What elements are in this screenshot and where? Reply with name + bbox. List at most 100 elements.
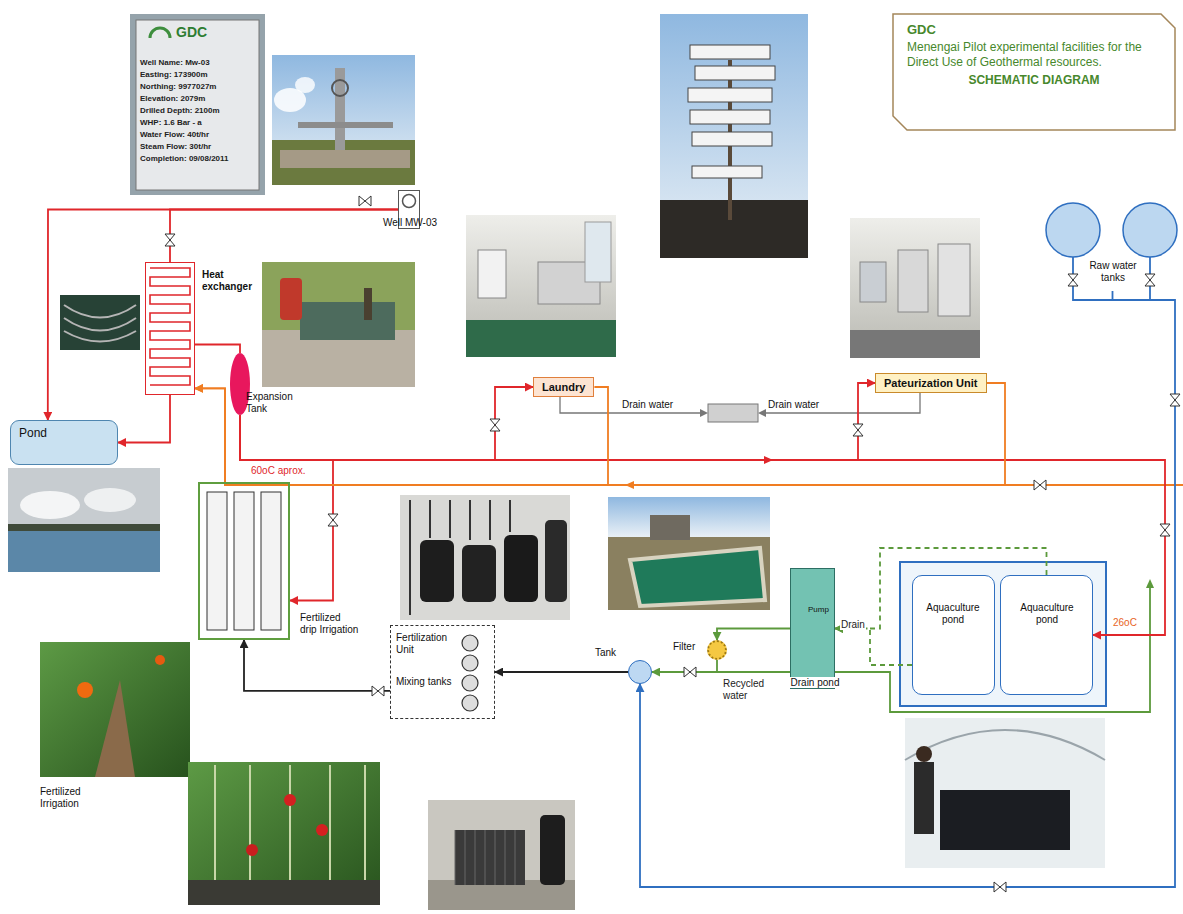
well-sign-photo [130, 14, 265, 195]
laundry-photo [478, 250, 506, 298]
aquaculture-pond: Aquaculture pond [1000, 575, 1093, 695]
pool-photo [608, 537, 770, 610]
cage-photo [455, 830, 525, 885]
note-label: GDC [176, 24, 207, 40]
signpost-photo [695, 66, 775, 80]
pond-photo [84, 488, 136, 512]
note-label: WHP: 1.6 Bar - a [140, 118, 202, 127]
laundry-photo [585, 222, 611, 282]
valve-symbol [1034, 480, 1046, 490]
well-box: Well MW-03 [398, 190, 420, 229]
pool-photo [650, 515, 690, 540]
pipe-connector [495, 671, 628, 673]
flow-arrow [625, 481, 634, 489]
signpost-photo [660, 200, 808, 258]
aquaculture-photo [905, 730, 1105, 760]
mixing-tanks-photo [420, 540, 454, 602]
mixing-tank-symbol [462, 635, 478, 651]
tank-circle: Tank [628, 660, 652, 684]
pond-box: Pond [10, 420, 118, 465]
pipe-connector [244, 640, 390, 691]
node-text: Expansion Tank [246, 391, 298, 415]
aquaculture-photo [905, 718, 1105, 868]
valve-symbol [372, 686, 384, 696]
node-text: Raw water tanks [1087, 260, 1139, 284]
pipe-connector [195, 345, 240, 354]
aquaculture-photo [905, 718, 1105, 868]
pipe-connector [835, 629, 912, 666]
pond-photo [8, 524, 160, 531]
heat-exchanger: Heat exchanger [145, 262, 195, 395]
laundry-photo [466, 215, 616, 357]
note-label: Drain water [622, 399, 673, 410]
pasteurization-photo [850, 218, 980, 358]
edge-label: Recycled water [722, 678, 784, 702]
flower-photo [40, 642, 190, 777]
signpost-photo [692, 166, 762, 178]
title-box: GDCMenengai Pilot experimental facilitie… [893, 14, 1175, 130]
pond-photo [8, 468, 160, 572]
mixing-tank-symbol [462, 695, 478, 711]
pipes-photo [60, 295, 140, 350]
raw-water-tank-symbol [1123, 203, 1177, 257]
pipe-connector [240, 387, 533, 460]
note-label: Elevation: 2079m [140, 94, 205, 103]
greenhouse-beds [261, 492, 281, 630]
recycled-water-line [1146, 579, 1154, 588]
valve-symbol [1145, 274, 1155, 286]
pipe-connector [240, 415, 333, 601]
tomato-photo [188, 762, 380, 905]
tomato-photo [284, 794, 296, 806]
filter-circle: Filter [707, 640, 727, 660]
tank-photo [262, 262, 415, 387]
greenhouse-box: Fertilized drip Irrigation [198, 482, 290, 640]
note-label: Drilled Depth: 2100m [140, 106, 220, 115]
cage-photo [428, 800, 575, 910]
node-text: Fertilization Unit [396, 632, 458, 656]
signpost-photo [688, 88, 772, 102]
aquaculture-photo [914, 762, 934, 834]
drain-collector [708, 404, 758, 422]
node-text: Pump [808, 605, 829, 614]
valve-symbol [853, 424, 863, 436]
note-label: Water Flow: 40t/hr [140, 130, 209, 139]
pasteurization-photo [898, 250, 928, 312]
node-text: Tank [595, 647, 616, 658]
mixing-tank-symbol [462, 635, 478, 711]
note-label: Completion: 09/08/2011 [140, 154, 228, 163]
process-box: Pateurization Unit [875, 373, 987, 393]
node-text: Menengai Pilot experimental facilities f… [907, 40, 1161, 70]
node-text: Well MW-03 [377, 217, 443, 228]
laundry-photo [466, 320, 616, 357]
valve-symbol [328, 514, 338, 526]
mixing-tank-symbol [462, 655, 478, 671]
pasteurization-photo [850, 330, 980, 358]
pipe-connector [118, 395, 170, 443]
valve-symbol [1068, 274, 1078, 286]
valve-symbol [684, 667, 696, 677]
note-label: Fertilized Irrigation [40, 786, 100, 810]
aquaculture-photo [916, 746, 932, 762]
raw-water-tanks: Raw water tanks [1045, 196, 1180, 291]
node-text: Mixing tanks [396, 676, 452, 688]
wellhead-photo [272, 55, 415, 185]
edge-label: Drain [840, 619, 866, 630]
pipe-connector [640, 291, 1175, 887]
pasteurization-photo [850, 218, 980, 358]
signpost-photo [690, 45, 770, 59]
tank-photo [300, 302, 395, 340]
tomato-photo [316, 824, 328, 836]
mixing-tanks-photo [400, 495, 570, 620]
wellhead-photo [272, 55, 415, 185]
wellhead-photo [298, 122, 393, 128]
well-sign-photo [150, 28, 170, 38]
pipes-photo [60, 295, 140, 350]
node-text: Filter [673, 641, 695, 652]
tank-photo [280, 278, 302, 320]
mixing-tank-symbol [462, 675, 478, 691]
valve-symbol [994, 882, 1006, 892]
cage-photo [455, 830, 515, 885]
pasteurization-photo [938, 244, 970, 316]
pool-photo [608, 497, 770, 610]
node-text: Aquaculture pond [1012, 602, 1082, 626]
